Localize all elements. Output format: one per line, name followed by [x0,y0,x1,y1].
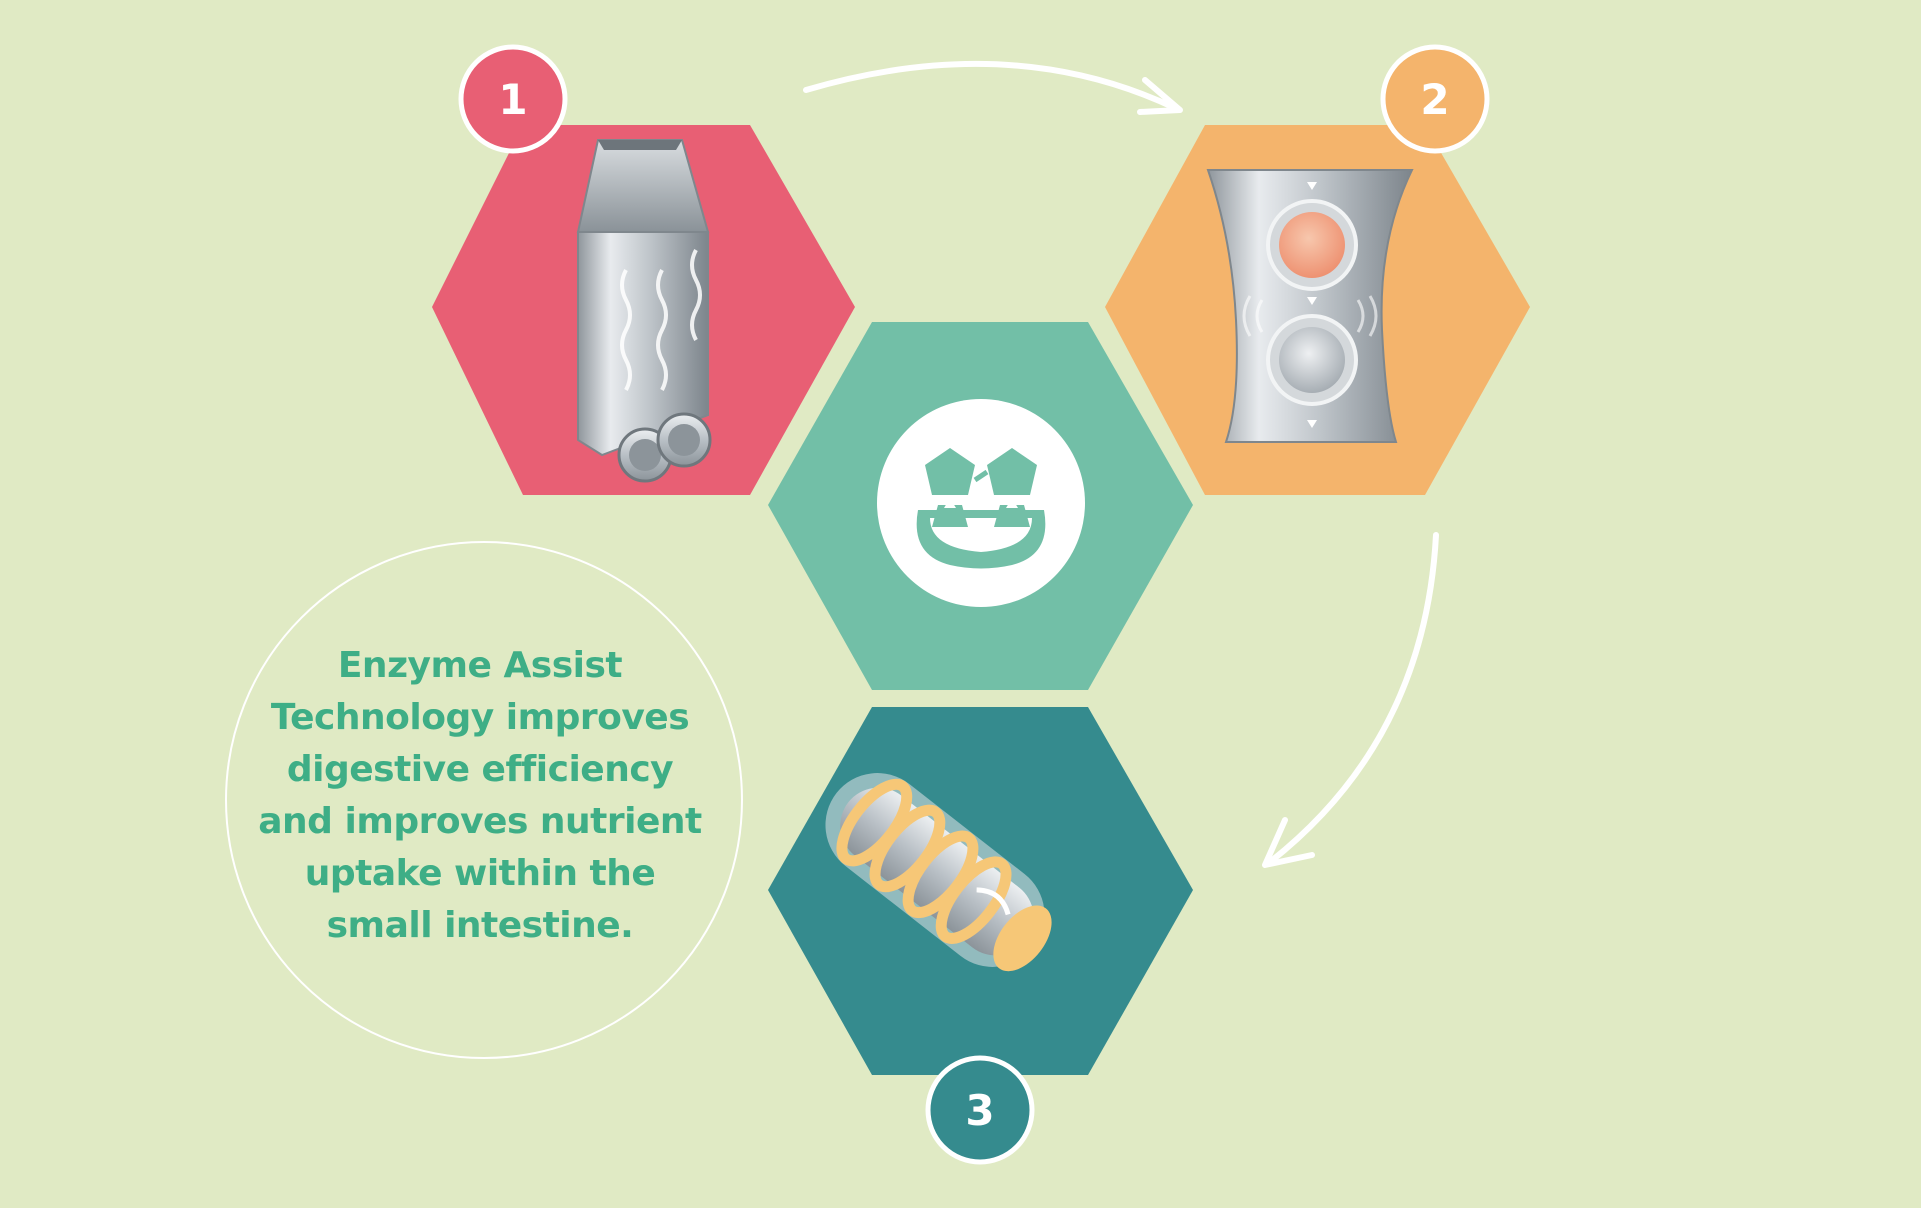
caption-circle [225,541,743,1059]
step-1-badge: 1 [458,44,568,154]
intestine-spiral-icon [825,773,1052,972]
flow-arrow-2-to-3 [1262,532,1439,868]
step-3-badge: 3 [925,1055,1035,1165]
step-2-number: 2 [1420,75,1449,124]
step-1-number: 1 [498,75,527,124]
flow-arrow-1-to-2 [803,60,1183,115]
enzyme-pentagon-icon [877,399,1085,607]
step-3-number: 3 [965,1086,994,1135]
tower-mill-icon [576,139,712,483]
roller-compression-icon [1206,169,1414,443]
caption-text: Enzyme Assist Technology improves digest… [258,645,702,946]
step-2-badge: 2 [1380,44,1490,154]
